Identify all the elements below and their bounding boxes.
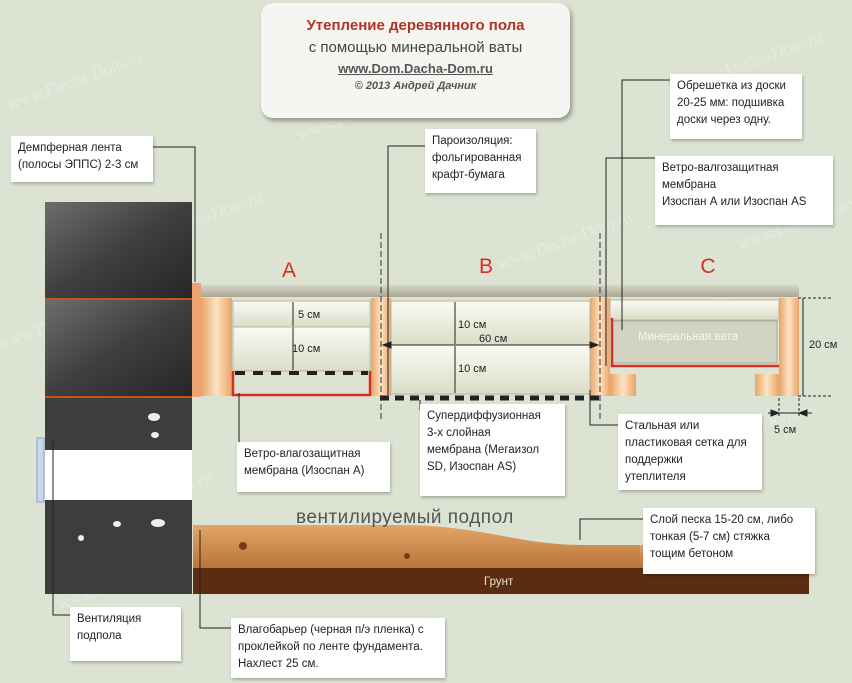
callout-line: Демпферная лента — [18, 142, 122, 154]
callout-line: Супердиффузионная — [427, 410, 541, 422]
copyright: © 2013 Андрей Дачник — [354, 80, 477, 92]
dim-10cm-a: 10 см — [292, 343, 320, 355]
callout-line: мембрана — [662, 179, 717, 191]
mineral-wool-label: Минеральная вата — [638, 331, 739, 343]
callout-support-mesh: Стальная или пластиковая сетка для подде… — [618, 414, 762, 490]
callout-line: Обрешетка из доски — [677, 80, 786, 92]
callout-line: пластиковая сетка для — [625, 437, 747, 449]
callout-line: 3-х слойная — [427, 427, 491, 439]
floor-board — [201, 285, 799, 297]
callout-line: подпола — [77, 630, 122, 642]
callout-vapor-barrier: Пароизоляция: фольгированная крафт-бумаг… — [425, 129, 536, 193]
callout-line: тощим бетоном — [650, 548, 734, 560]
site-link[interactable]: www.Dom.Dacha-Dom.ru — [338, 61, 493, 76]
callout-line: крафт-бумага — [432, 169, 505, 181]
dim-5cm: 5 см — [298, 309, 320, 321]
callout-line: Слой песка 15-20 см, либо — [650, 514, 794, 526]
callout-wind-membrane-c: Ветро-валгозащитная мембрана Изоспан А и… — [655, 156, 833, 225]
title: Утепление деревянного пола — [306, 17, 525, 34]
callout-lathing: Обрешетка из доски 20-25 мм: подшивка до… — [670, 74, 802, 139]
callout-line: Изоспан А или Изоспан AS — [662, 196, 807, 208]
callout-line: мембрана (Изоспан А) — [244, 465, 365, 477]
soil-label: Грунт — [484, 576, 514, 588]
dim-60cm: 60 см — [479, 333, 507, 345]
callout-superdiffusion-membrane: Супердиффузионная 3-х слойная мембрана (… — [420, 404, 565, 496]
callout-ventilation: Вентиляция подпола — [70, 607, 181, 661]
dimension-lines — [292, 297, 832, 418]
dim-10cm-b2: 10 см — [458, 363, 486, 375]
section-dividers — [380, 233, 601, 420]
callout-line: SD, Изоспан AS) — [427, 461, 517, 473]
callout-line: доски через одну. — [677, 114, 771, 126]
section-c-layers — [609, 299, 780, 396]
section-a-layers — [231, 300, 372, 397]
callout-line: (полосы ЭППС) 2-3 см — [18, 159, 139, 171]
damper-strip — [192, 283, 201, 397]
callout-line: Нахлест 25 см. — [238, 658, 319, 670]
callout-line: утеплителя — [625, 471, 686, 483]
watermark: www.Dacha-Dom.ru — [5, 47, 145, 113]
foundation-wall — [36, 202, 192, 594]
callout-line: поддержки — [625, 454, 683, 466]
callout-line: проклейкой по ленте фундамента. — [238, 641, 423, 653]
section-b-layers — [380, 300, 602, 401]
watermark: www.Dacha-Dom.ru — [495, 207, 635, 273]
callout-line: Ветро-валгозащитная — [662, 162, 779, 174]
subtitle: с помощью минеральной ваты — [308, 39, 523, 56]
callout-line: Пароизоляция: — [432, 135, 513, 147]
callout-line: Ветро-влагозащитная — [244, 448, 361, 460]
dim-5cm-right: 5 см — [774, 424, 796, 436]
section-label-a: A — [282, 259, 296, 282]
callout-line: мембрана (Мегаизол — [427, 444, 540, 456]
callout-wind-membrane-a: Ветро-влагозащитная мембрана (Изоспан А) — [237, 442, 390, 492]
callout-line: тонкая (5-7 см) стяжка — [650, 531, 770, 543]
callout-damper-tape: Демпферная лента (полосы ЭППС) 2-3 см — [11, 136, 153, 182]
dim-20cm: 20 см — [809, 339, 837, 351]
dim-10cm-b1: 10 см — [458, 319, 486, 331]
ventilated-underfloor-label: вентилируемый подпол — [296, 507, 514, 528]
title-card: Утепление деревянного пола с помощью мин… — [261, 3, 570, 118]
callout-line: фольгированная — [432, 152, 522, 164]
section-label-b: B — [479, 255, 493, 278]
callout-line: Стальная или — [625, 420, 700, 432]
callout-moisture-barrier: Влагобарьер (черная п/э пленка) с прокле… — [231, 618, 445, 678]
callout-line: 20-25 мм: подшивка — [677, 97, 785, 109]
callout-line: Вентиляция — [77, 613, 142, 625]
section-label-c: C — [700, 255, 715, 278]
callout-line: Влагобарьер (черная п/э пленка) с — [238, 624, 424, 636]
callout-sand-layer: Слой песка 15-20 см, либо тонкая (5-7 см… — [643, 508, 815, 574]
